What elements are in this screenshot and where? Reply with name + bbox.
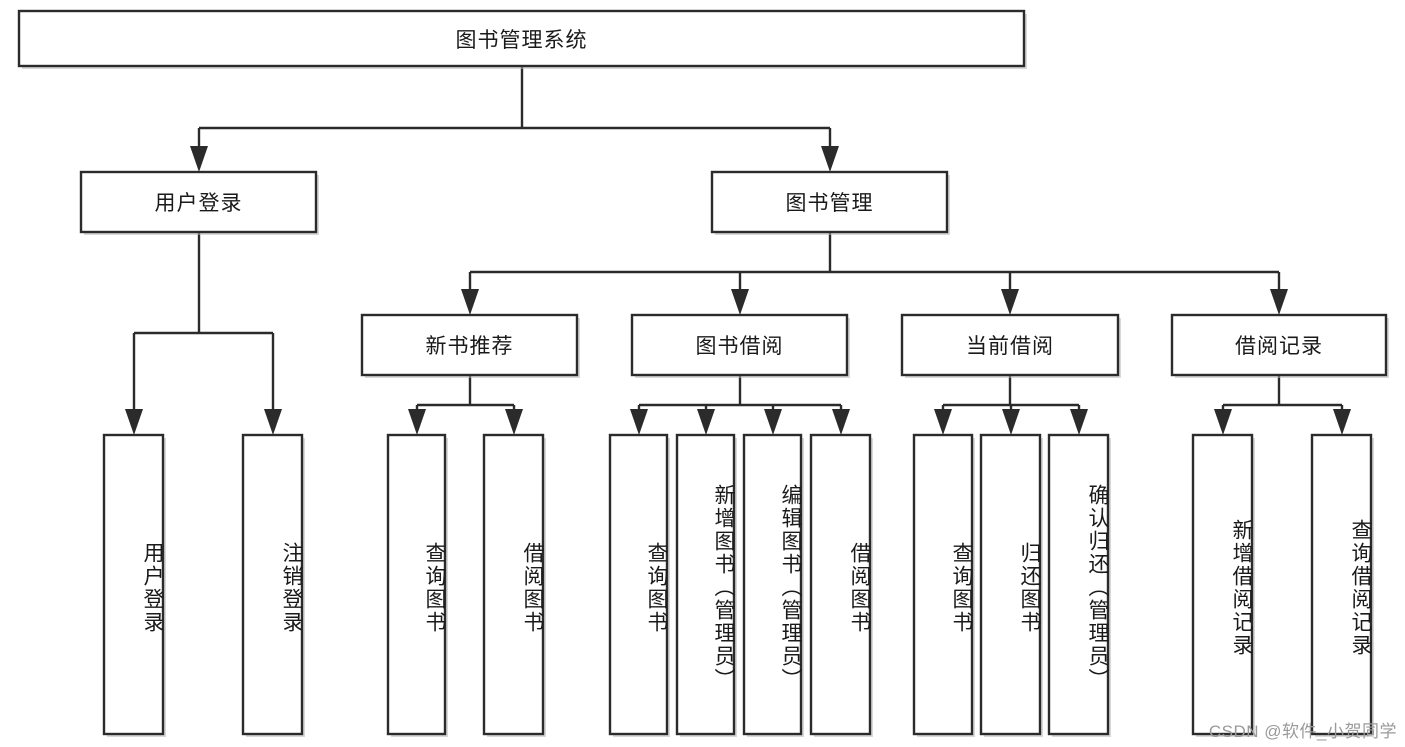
node-leaf_borrow_book_2[interactable] [811, 435, 870, 734]
node-box-leaf_query_book_2[interactable] [608, 433, 669, 736]
node-current_borrow[interactable] [902, 315, 1118, 375]
node-leaf_add_record[interactable] [1193, 435, 1252, 734]
node-book_manage[interactable] [712, 172, 947, 232]
node-leaf_edit_book[interactable] [744, 435, 801, 734]
node-box-borrow_record[interactable] [1170, 313, 1388, 377]
node-box-user_login[interactable] [79, 170, 318, 234]
node-leaf_user_login[interactable] [104, 435, 163, 734]
node-box-leaf_query_book_1[interactable] [386, 433, 447, 736]
node-box-current_borrow[interactable] [900, 313, 1120, 377]
node-leaf_logout[interactable] [243, 435, 302, 734]
node-box-root[interactable] [17, 9, 1026, 68]
node-box-leaf_add_record[interactable] [1191, 433, 1254, 736]
node-leaf_query_book_3[interactable] [914, 435, 972, 734]
node-box-book_manage[interactable] [710, 170, 949, 234]
node-borrow_record[interactable] [1172, 315, 1386, 375]
node-leaf_add_book[interactable] [677, 435, 734, 734]
node-book_borrow[interactable] [632, 315, 847, 375]
node-box-leaf_borrow_book_1[interactable] [482, 433, 545, 736]
node-leaf_query_book_2[interactable] [610, 435, 667, 734]
node-leaf_query_record[interactable] [1312, 435, 1371, 734]
node-box-leaf_borrow_book_2[interactable] [809, 433, 872, 736]
node-box-book_borrow[interactable] [630, 313, 849, 377]
node-box-leaf_add_book[interactable] [675, 433, 736, 736]
node-leaf_borrow_book_1[interactable] [484, 435, 543, 734]
node-box-leaf_logout[interactable] [241, 433, 304, 736]
node-box-leaf_confirm_return[interactable] [1047, 433, 1110, 736]
node-box-leaf_return_book[interactable] [979, 433, 1042, 736]
node-box-leaf_query_book_3[interactable] [912, 433, 974, 736]
node-box-leaf_edit_book[interactable] [742, 433, 803, 736]
node-root[interactable] [19, 11, 1024, 66]
node-user_login[interactable] [81, 172, 316, 232]
node-leaf_return_book[interactable] [981, 435, 1040, 734]
node-box-leaf_query_record[interactable] [1310, 433, 1373, 736]
node-leaf_query_book_1[interactable] [388, 435, 445, 734]
node-box-leaf_user_login[interactable] [102, 433, 165, 736]
node-box-new_book_rec[interactable] [360, 313, 579, 377]
node-new_book_rec[interactable] [362, 315, 577, 375]
node-leaf_confirm_return[interactable] [1049, 435, 1108, 734]
